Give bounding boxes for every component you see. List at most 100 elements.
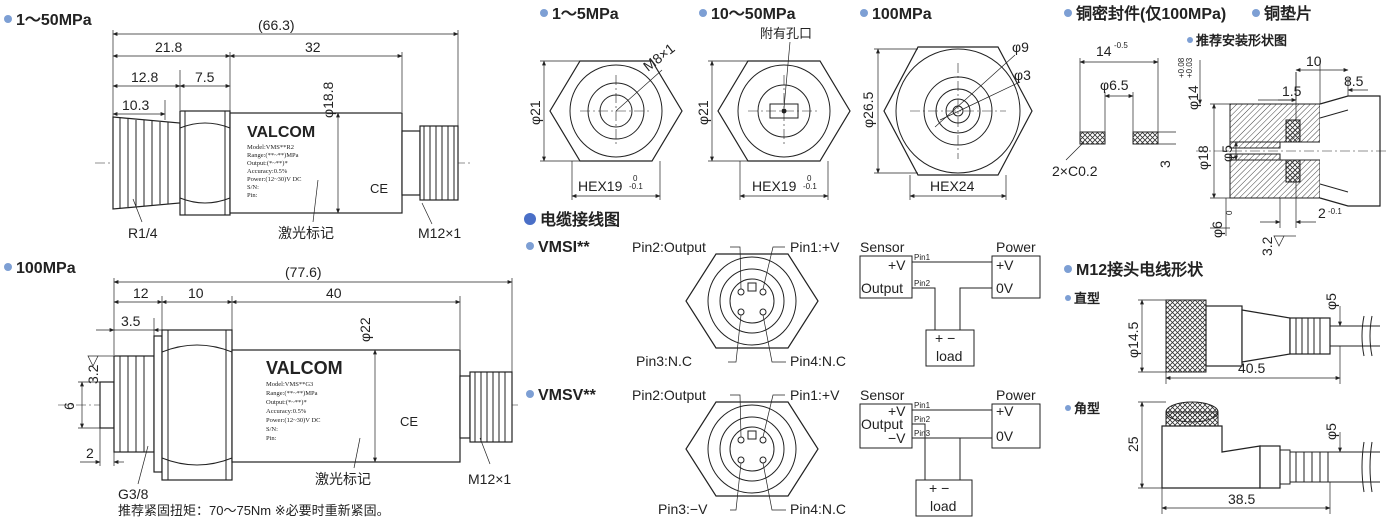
pin3-nc: Pin3:N.C <box>636 353 692 369</box>
label-output-2: Output:(*~**)* <box>266 399 307 406</box>
pin1-v-b: Pin1:+V <box>790 387 840 403</box>
label-sn: S/N: <box>247 184 259 191</box>
label-model: Model:VMS**R2 <box>247 144 294 151</box>
power-label-b: Power <box>996 387 1036 403</box>
sensor-minusv-b: −V <box>888 430 906 446</box>
label-pin: Pin: <box>247 192 258 199</box>
pin1-v-a: Pin1:+V <box>790 239 840 255</box>
hex19-a: HEX19 <box>578 178 623 194</box>
cable-wiring: 电缆接线图 VMSI** Pin2:Output Pin1:+V Pin3:N.… <box>524 210 1041 517</box>
torque-note: 推荐紧固扭矩：70～75Nm ※必要时重新紧固。 <box>118 503 390 518</box>
label-output: Output:(*~**)* <box>247 160 288 167</box>
mount-dia-5: φ5 <box>1219 145 1235 162</box>
dim-dia-21-a: φ21 <box>527 100 543 125</box>
label-accuracy-2: Accuracy:0.5% <box>266 408 307 415</box>
m12-len-40-5: 40.5 <box>1238 360 1265 376</box>
tol-low-a: -0.1 <box>629 182 643 191</box>
seal-chamfer: 2×C0.2 <box>1052 163 1098 179</box>
mount-title: 推荐安装形状图 <box>1196 33 1287 48</box>
seal-inner-dia: φ6.5 <box>1100 77 1129 93</box>
pin4-nc-a: Pin4:N.C <box>790 353 846 369</box>
pin1-tag-b: Pin1 <box>914 401 931 410</box>
dim-10: 10 <box>188 285 204 301</box>
dim-3-2: 3.2 <box>85 364 101 384</box>
thread-m12-2: M12×1 <box>468 471 511 487</box>
load-pm-b: + − <box>929 480 949 496</box>
power-plusv-a: +V <box>996 257 1014 273</box>
label-sn-2: S/N: <box>266 426 278 433</box>
gasket-title: 铜垫片 <box>1264 4 1312 23</box>
label-pin-2: Pin: <box>266 435 277 442</box>
tol-up-b: 0 <box>807 174 812 183</box>
dim-6: 6 <box>61 402 77 410</box>
seal-title: 铜密封件(仅100MPa) <box>1076 4 1226 23</box>
dim-total-77-6: (77.6) <box>285 264 322 280</box>
angle-cable <box>1161 401 1380 493</box>
dim-2: 2 <box>86 445 94 461</box>
schematic-vmsv: Sensor Power +V Output −V +V 0V Pin1 Pin… <box>859 387 1041 517</box>
m12-title: M12接头电线形状 <box>1076 260 1204 279</box>
sensor-side-view-100mpa: 100MPa VALCOM Model:VMS**G3 Range:(**~**… <box>4 260 520 518</box>
dim-12: 12 <box>133 285 149 301</box>
label-range-2: Range:(**~**)MPa <box>266 390 318 397</box>
dim-dia-3: φ3 <box>1014 67 1031 83</box>
label-power: Power:(12~30)V DC <box>247 176 302 183</box>
dim-dia-21-b: φ21 <box>695 100 711 125</box>
pin2-tag-a: Pin2 <box>914 279 931 288</box>
dim-dia-18-8: φ18.8 <box>320 81 336 118</box>
seal-height-3: 3 <box>1157 160 1173 168</box>
hole-note: 附有孔口 <box>760 26 812 41</box>
tol-up-a: 0 <box>633 174 638 183</box>
thread-m12-1: M12×1 <box>418 225 461 241</box>
section-title-100mpa-end: 100MPa <box>872 6 932 23</box>
load-label-a: load <box>936 348 962 364</box>
mount-d14-tol-low: +0.03 <box>1185 57 1194 78</box>
sensor-label-b: Sensor <box>860 387 905 403</box>
hex19-b: HEX19 <box>752 178 797 194</box>
m12-len-38-5: 38.5 <box>1228 491 1255 507</box>
section-title-100mpa-side: 100MPa <box>16 260 76 277</box>
dim-dia-9: φ9 <box>1012 39 1029 55</box>
load-pm-a: + − <box>935 330 955 346</box>
m12-height-25: 25 <box>1125 436 1141 452</box>
mount-d6-tol-up: 0 <box>1225 210 1234 215</box>
straight-cable <box>1165 299 1380 373</box>
brand-logo-2: VALCOM <box>266 358 343 378</box>
mount-dim-8-5: 8.5 <box>1344 73 1364 89</box>
mount-dia-6: φ6 <box>1209 221 1225 238</box>
dim-21-8: 21.8 <box>155 39 182 55</box>
pin2-output-b: Pin2:Output <box>632 387 706 403</box>
angle-label: 角型 <box>1074 401 1100 416</box>
power-0v-b: 0V <box>996 428 1014 444</box>
power-0v-a: 0V <box>996 280 1014 296</box>
mount-d14-tol-up: +0.08 <box>1177 57 1186 78</box>
thread-r1-4: R1/4 <box>128 225 158 241</box>
mount-dim-10: 10 <box>1306 53 1322 69</box>
connector-vmsv <box>685 401 819 497</box>
dim-32: 32 <box>305 39 321 55</box>
sensor-side-view-1-50mpa: 1～50MPa VALCOM Model:VMS**R2 Range:(**~*… <box>4 12 470 241</box>
end-view-1-5mpa: 1～5MPa M8×1 φ21 HEX19 0 -0.1 <box>527 6 683 200</box>
m12-dia-5-b: φ5 <box>1323 423 1339 440</box>
m12-dia-5-a: φ5 <box>1323 293 1339 310</box>
mount-d2-tol: -0.1 <box>1328 207 1342 216</box>
recommended-mount: 推荐安装形状图 1.5 10 8.5 φ18 φ14 +0.08 +0.03 φ… <box>1177 33 1389 256</box>
laser-marking-1: 激光标记 <box>278 225 334 241</box>
sensor-label-a: Sensor <box>860 239 905 255</box>
tol-low-b: -0.1 <box>803 182 817 191</box>
copper-seal: 铜密封件(仅100MPa) 铜垫片 14 -0.5 φ6.5 3 2×C0.2 <box>1052 4 1312 179</box>
label-model-2: Model:VMS**G3 <box>266 381 313 388</box>
seal-width-14: 14 <box>1096 43 1112 59</box>
dim-dia-26-5: φ26.5 <box>860 91 876 128</box>
mount-dim-1-5: 1.5 <box>1282 83 1302 99</box>
thread-g3-8: G3/8 <box>118 486 149 502</box>
m12-cable-shapes: M12接头电线形状 直型 φ14.5 40.5 φ5 角型 <box>1064 260 1380 514</box>
seal-width-tol: -0.5 <box>1114 41 1128 50</box>
laser-marking-2: 激光标记 <box>315 471 371 487</box>
pin2-output-a: Pin2:Output <box>632 239 706 255</box>
connector-vmsi <box>685 253 819 349</box>
power-plusv-b: +V <box>996 403 1014 419</box>
dim-10-3: 10.3 <box>122 97 149 113</box>
end-view-100mpa: 100MPa φ9 φ3 φ26.5 HEX24 <box>860 6 1033 200</box>
ce-mark: CE <box>370 181 388 196</box>
